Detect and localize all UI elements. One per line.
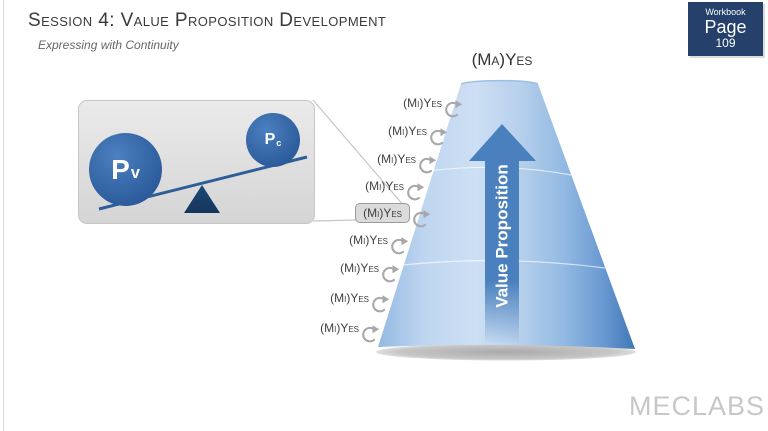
cost-weight-subscript: c <box>276 137 282 148</box>
mi-yes-label: (Mi)Yes <box>403 96 442 110</box>
badge-workbook-label: Workbook <box>705 7 746 17</box>
curved-arrow-icon <box>372 295 390 313</box>
cost-weight-label: P <box>264 131 276 148</box>
mi-yes-label: (Mi)Yes <box>377 152 416 166</box>
mi-yes-label: (Mi)Yes <box>330 291 369 305</box>
mi-yes-row: (Mi)Yes <box>388 121 448 149</box>
cone-top-rim <box>460 79 539 85</box>
curved-arrow-icon <box>413 210 431 228</box>
curved-arrow-icon <box>430 128 448 146</box>
mi-yes-label: (Mi)Yes <box>349 233 388 247</box>
slide-subtitle: Expressing with Continuity <box>38 38 179 52</box>
curved-arrow-icon <box>407 183 425 201</box>
mi-yes-label: (Mi)Yes <box>388 124 427 138</box>
badge-page-label: Page <box>704 17 747 37</box>
workbook-page-badge: Workbook Page 109 <box>688 2 763 56</box>
mi-yes-label: (Mi)Yes <box>365 179 404 193</box>
value-weight-subscript: v <box>130 164 140 183</box>
mi-yes-row: (Mi)Yes <box>330 288 390 316</box>
value-proposition-arrow <box>469 124 536 342</box>
mi-yes-row: (Mi)Yes <box>377 149 437 177</box>
badge-page-number: 109 <box>715 36 736 50</box>
mi-yes-label: (Mi)Yes <box>320 321 359 335</box>
mi-yes-row: (Mi)Yes <box>340 258 400 286</box>
curved-arrow-icon <box>382 265 400 283</box>
arrow-label: Value Proposition <box>493 164 512 308</box>
mi-yes-row: (Mi)Yes <box>320 318 380 346</box>
mi-yes-row: (Mi)Yes <box>355 203 431 231</box>
meclabs-logo: MECLABS <box>628 391 765 421</box>
slide-left-border <box>3 0 4 431</box>
curved-arrow-icon <box>362 325 380 343</box>
funnel-cone-diagram: Value Proposition <box>376 79 636 361</box>
slide-title: Session 4: Value Proposition Development <box>28 10 387 31</box>
mi-yes-label: (Mi)Yes <box>355 203 410 223</box>
mi-yes-row: (Mi)Yes <box>403 93 463 121</box>
curved-arrow-icon <box>391 237 409 255</box>
mi-yes-row: (Mi)Yes <box>365 176 425 204</box>
mi-yes-label: (Mi)Yes <box>340 261 379 275</box>
curved-arrow-icon <box>445 100 463 118</box>
fulcrum-triangle-icon <box>184 185 220 213</box>
value-weight-label: P <box>111 153 130 185</box>
curved-arrow-icon <box>419 156 437 174</box>
ma-yes-label: (Ma)Yes <box>471 50 533 69</box>
mi-yes-row: (Mi)Yes <box>349 230 409 258</box>
cone-shadow <box>376 343 636 361</box>
